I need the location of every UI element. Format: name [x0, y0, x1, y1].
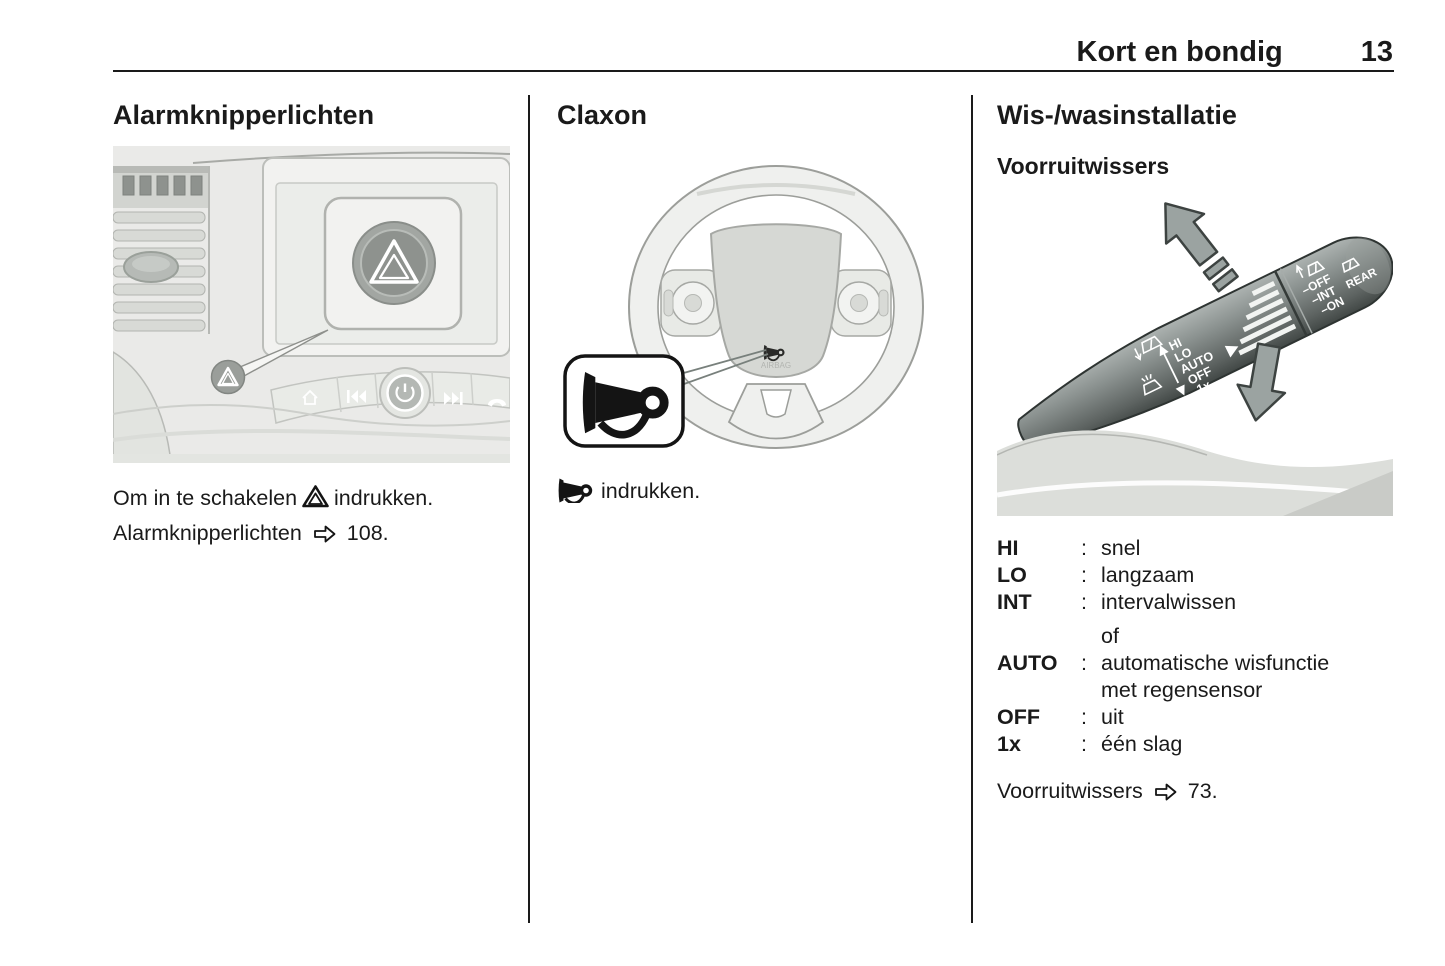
wiper-section-title: Wis-/wasinstallatie — [997, 100, 1237, 130]
washer-icon — [1141, 374, 1163, 396]
table-row: of — [1101, 623, 1119, 648]
wiper-positions-table: HI:snel LO:langzaam INT:intervalwissen o… — [997, 535, 1393, 758]
power-knob — [379, 366, 431, 419]
table-row: 1x:één slag — [997, 731, 1183, 756]
front-wiper-icon — [1134, 335, 1164, 361]
table-row: LO:langzaam — [997, 562, 1195, 587]
right-spoke-controls — [830, 268, 892, 337]
hazard-button-callout — [323, 196, 463, 330]
column-wiper: Wis-/wasinstallatie Voorruitwissers — [997, 95, 1393, 809]
hazard-page-ref: Alarmknipperlichten 108. — [113, 520, 389, 545]
next-track-icon — [444, 391, 463, 405]
horn-icon — [558, 478, 593, 505]
page-number: 13 — [1360, 36, 1393, 68]
home-icon — [302, 389, 318, 405]
wiper-page-ref: Voorruitwissers 73. — [997, 778, 1218, 803]
phone-icon — [488, 398, 506, 407]
wiper-stalk: HI LO AUTO OFF 1x — [1017, 236, 1393, 450]
airbag-label: AIRBAG — [761, 361, 791, 370]
horn-callout-icon — [582, 371, 669, 439]
previous-track-icon — [347, 389, 366, 403]
dashboard-hazard-figure — [113, 145, 510, 463]
table-row: INT:intervalwissen — [997, 589, 1237, 614]
stalk-down-arrow — [1236, 342, 1287, 422]
table-row: OFF:uit — [997, 704, 1124, 729]
hazard-button — [210, 359, 246, 394]
hazard-section-title: Alarmknipperlichten — [113, 100, 375, 130]
media-button-bar — [270, 366, 510, 424]
header-rule — [113, 70, 1394, 72]
rear-washer-icon — [1296, 260, 1326, 279]
horn-instruction: indrukken. — [557, 474, 955, 509]
left-spoke-controls — [660, 268, 722, 337]
page-ref-arrow-icon — [313, 525, 336, 543]
page-header: Kort en bondig 13 — [113, 38, 1393, 67]
steering-wheel-figure: AIRBAG — [563, 164, 924, 449]
pointer-triangle — [1224, 345, 1239, 358]
stalk-range-arrow — [1159, 345, 1185, 396]
column-divider-1 — [528, 95, 530, 923]
column-horn: Claxon — [557, 95, 955, 509]
chapter-title: Kort en bondig — [1076, 36, 1283, 68]
horn-callout — [563, 353, 685, 448]
table-row: HI:snel — [997, 535, 1141, 560]
column-hazard-lights: Alarmknipperlichten — [113, 95, 510, 551]
wiper-stalk-figure: HI LO AUTO OFF 1x — [997, 202, 1393, 516]
stalk-up-arrow — [1164, 202, 1239, 293]
stalk-label-lo: LO — [1172, 345, 1194, 365]
hazard-icon — [302, 484, 329, 507]
dashboard-cowl — [997, 430, 1393, 516]
airbag-pad — [709, 222, 843, 378]
stalk-label-1x: 1x — [1194, 378, 1213, 397]
table-row: AUTO:automatische wisfunctie met regense… — [997, 650, 1330, 702]
air-vent — [113, 165, 210, 334]
rear-wiper-icon — [1341, 257, 1361, 274]
wiper-subtitle: Voorruitwissers — [997, 152, 1170, 179]
column-divider-2 — [971, 95, 973, 923]
horn-section-title: Claxon — [557, 100, 648, 130]
collar-stripes — [1238, 280, 1297, 356]
stalk-label-hi: HI — [1167, 335, 1184, 353]
page-ref-arrow-icon — [1154, 783, 1177, 801]
